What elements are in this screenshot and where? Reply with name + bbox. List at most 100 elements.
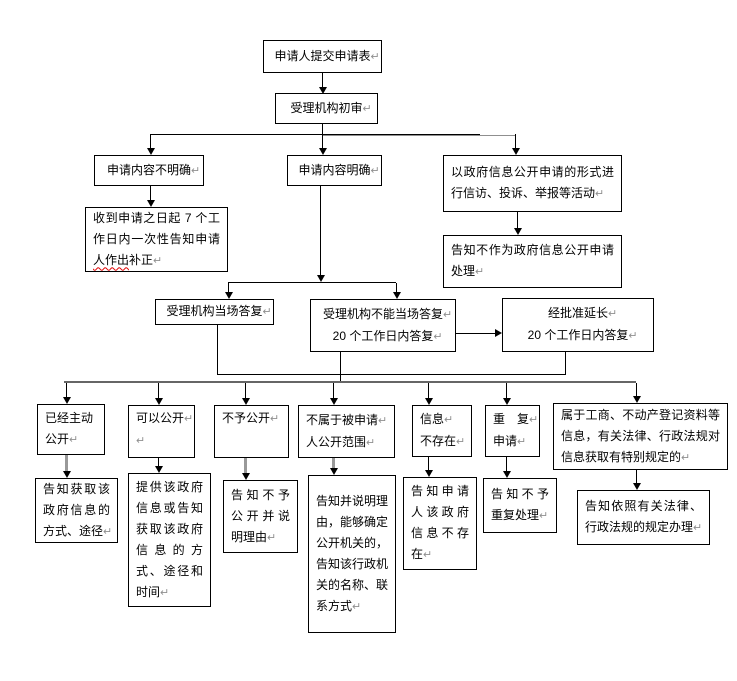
node-text: 信息↵ (420, 412, 454, 426)
arrowhead-down-icon (317, 275, 325, 282)
arrowhead-down-icon (155, 398, 163, 405)
node-label: 经批准延长 (547, 306, 608, 320)
node-reply-20-days: 受理机构不能当场答复↵ 20 个工作日内答复↵ (310, 299, 456, 352)
connector-line (66, 383, 67, 397)
node-not-in-scope: 不属于被申请↵ 人公开范围↵ (298, 405, 395, 458)
node-label: 20 个工作日内答复 (527, 328, 629, 342)
arrowhead-down-icon (330, 398, 338, 405)
node-text: 提供该政府信息或告知获取该政府信息的方式、途径和时间↵ (136, 479, 203, 599)
arrowhead-down-icon (155, 466, 163, 473)
arrowhead-down-icon (63, 471, 71, 478)
node-text: ↵ (136, 435, 146, 447)
node-label: 告知获取该政府信息的方式、途径 (43, 481, 110, 538)
node-petition-form: 以政府信息公开申请的形式进行信访、投诉、举报等活动↵ (443, 155, 622, 212)
node-info-not-exist: 信息↵ 不存在↵ (412, 405, 472, 457)
node-text: 不属于被申请↵ (306, 412, 388, 427)
node-text: 受理机构不能当场答复↵ (322, 306, 453, 321)
node-label: 受理机构初审 (290, 100, 363, 115)
connector-line (150, 134, 480, 135)
node-label: 申请人提交申请表 (274, 48, 371, 63)
node-reply-can-public: 提供该政府信息或告知获取该政府信息的方式、途径和时间↵ (128, 473, 211, 607)
node-text: 20 个工作日内答复↵ (527, 328, 638, 342)
connector-line (636, 383, 637, 396)
node-label: 不予公开 (222, 411, 271, 425)
arrowhead-down-icon (319, 87, 327, 94)
node-reply-special: 告知依照有关法律、行政法规的规定办理↵ (577, 490, 710, 545)
node-label: 受理机构当场答复 (166, 304, 263, 318)
arrowhead-down-icon (330, 468, 338, 475)
node-text: 收到申请之日起 7 个工作日内一次性告知申请人作出补正↵ (93, 210, 220, 267)
arrowhead-down-icon (503, 398, 511, 405)
node-label: 受理机构不能当场答复 (322, 306, 443, 321)
arrowhead-down-icon (425, 398, 433, 405)
node-label: 属于工商、不动产登记资料等信息，有关法律、行政法规对信息获取有特别规定的 (561, 407, 720, 464)
node-label: 告知并说明理由，能够确定公开机关的，告知该行政机关的名称、联系方式 (316, 493, 389, 613)
arrowhead-down-icon (147, 200, 155, 207)
arrowhead-down-icon (319, 148, 327, 155)
node-text: 告知不作为政府信息公开申请处理↵ (451, 243, 614, 278)
node-text: 告知依照有关法律、行政法规的规定办理↵ (585, 499, 703, 534)
node-label: 以政府信息公开申请的形式进行信访、投诉、举报等活动 (451, 165, 614, 200)
connector-line (340, 352, 341, 381)
node-reply-already-public: 告知获取该政府信息的方式、途径↵ (35, 478, 118, 543)
connector-line (506, 457, 507, 471)
connector-line (245, 383, 246, 398)
node-reply-repeat: 告知不予重复处理↵ (483, 478, 557, 533)
node-text: 不予公开↵ (222, 411, 280, 425)
connector-line (396, 283, 397, 292)
node-content-unclear: 申请内容不明确↵ (94, 155, 204, 186)
arrowhead-down-icon (633, 396, 641, 403)
arrowhead-down-icon (63, 397, 71, 404)
connector-line (428, 457, 429, 470)
connector-line (217, 325, 218, 374)
node-label: 告知不作为政府信息公开申请处理 (451, 243, 614, 278)
node-reply-not-public: 告知不予公开并说明理由↵ (223, 480, 298, 553)
connector-line (217, 374, 566, 375)
arrowhead-down-icon (425, 470, 433, 477)
connector-line (244, 458, 247, 473)
node-text: 受理机构当场答复↵ (166, 304, 272, 318)
node-label: 告知依照有关法律、行政法规的规定办理 (585, 499, 702, 534)
node-text: 重 复↵ (493, 412, 539, 426)
node-label: 告知不予重复处理 (491, 487, 549, 522)
node-label: 告知申请人该政府信息不存在 (411, 484, 469, 561)
arrowhead-down-icon (503, 471, 511, 478)
node-text: 申请内容明确↵ (298, 162, 380, 177)
connector-line (428, 383, 429, 398)
connector-line (515, 134, 516, 148)
node-label: 申请内容不明确 (106, 162, 191, 177)
arrowhead-down-icon (393, 292, 401, 299)
arrowhead-down-icon (242, 398, 250, 405)
node-text: 20 个工作日内答复↵ (332, 328, 443, 343)
node-not-treated-as-request: 告知不作为政府信息公开申请处理↵ (443, 235, 622, 288)
node-onsite-reply: 受理机构当场答复↵ (155, 299, 274, 325)
spellcheck-underlined-text: 人作出 (93, 252, 130, 267)
node-repeat-request: 重 复↵ 申请↵ (485, 405, 540, 457)
node-reply-not-in-scope: 告知并说明理由，能够确定公开机关的，告知该行政机关的名称、联系方式↵ (308, 475, 396, 633)
connector-line (506, 383, 507, 398)
node-notify-correction: 收到申请之日起 7 个工作日内一次性告知申请人作出补正↵ (85, 207, 228, 272)
node-label: 不属于被申请 (306, 412, 379, 427)
node-text: 告知获取该政府信息的方式、途径↵ (43, 481, 113, 538)
node-label: 20 个工作日内答复 (332, 328, 434, 343)
node-text: 申请↵ (493, 434, 527, 448)
node-reply-not-exist: 告知申请人该政府信息不存在↵ (403, 477, 477, 570)
node-can-public: 可以公开↵ ↵ (128, 405, 195, 458)
connector-line (333, 383, 334, 398)
node-label: 补正 (129, 252, 154, 267)
connector-line (323, 135, 516, 136)
node-label: 申请 (493, 434, 518, 448)
node-label: 收到申请之日起 7 个工作日内一次性告知申请 (93, 210, 220, 246)
arrowhead-down-icon (512, 148, 520, 155)
arrowhead-right-icon (495, 329, 502, 337)
node-not-public: 不予公开↵ (214, 405, 289, 458)
node-text: 已经主动公开↵ (45, 411, 94, 446)
connector-line (65, 455, 68, 471)
node-content-clear: 申请内容明确↵ (287, 155, 382, 186)
node-text: 可以公开↵ (136, 411, 194, 425)
connector-line (636, 470, 637, 483)
arrowhead-down-icon (147, 148, 155, 155)
connector-line (322, 134, 323, 148)
node-text: 告知并说明理由，能够确定公开机关的，告知该行政机关的名称、联系方式↵ (316, 493, 389, 613)
arrowhead-down-icon (242, 473, 250, 480)
